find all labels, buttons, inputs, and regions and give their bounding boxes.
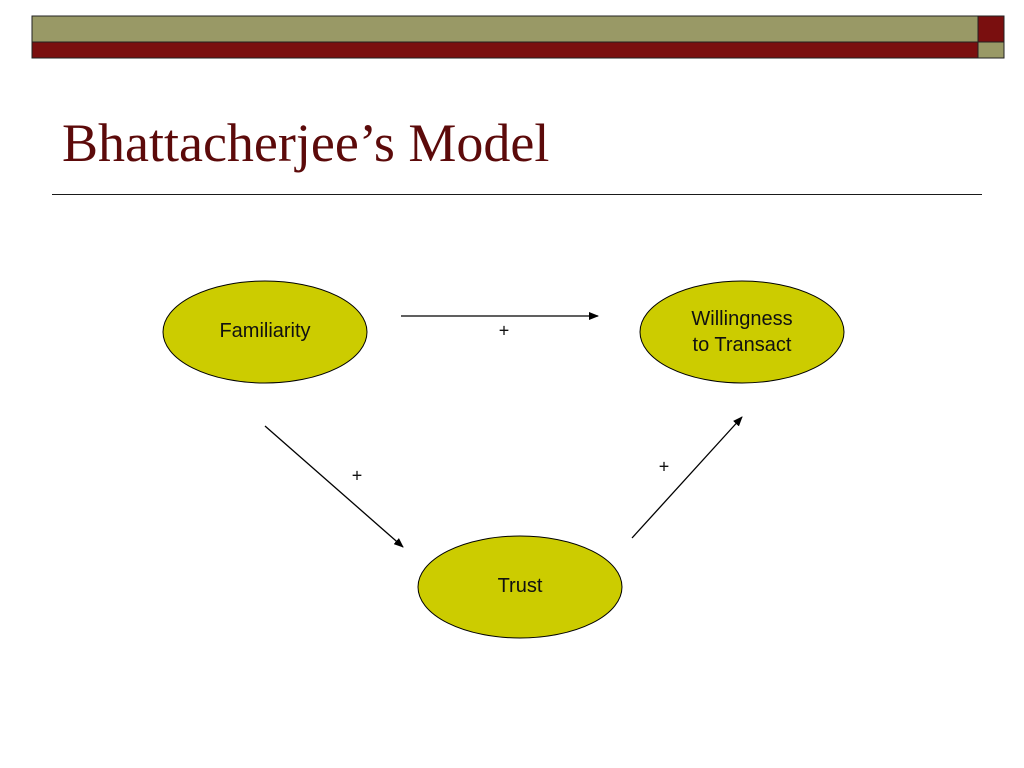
slide-title: Bhattacherjee’s Model [62,113,550,173]
header-olive-band [31,15,979,43]
trust-node [417,535,623,639]
willingness-label-line2: to Transact [692,334,792,356]
edge-sign-trust-willingness: + [658,456,670,477]
edge-sign-familiarity-trust: + [351,465,363,486]
trust-label: Trust [497,575,543,597]
edge-sign-familiarity-willingness: + [498,320,510,341]
familiarity-label: Familiarity [219,320,311,342]
arrow-familiarity-to-trust [264,425,404,548]
willingness-label: Willingness to Transact [691,306,792,358]
arrow-trust-to-willingness [631,416,743,539]
header-olive-square [977,41,1005,59]
familiarity-node [162,280,368,384]
header-maroon-square [977,15,1005,43]
willingness-label-line1: Willingness [691,308,793,330]
willingness-node [639,280,845,384]
header-decoration [31,15,1005,59]
title-divider [52,194,982,195]
